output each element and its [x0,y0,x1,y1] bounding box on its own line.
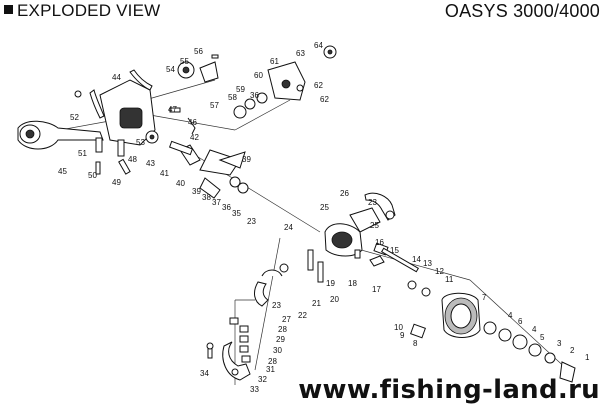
part-label: 35 [232,209,241,218]
handle-assembly [17,120,104,150]
part-label: 33 [250,385,259,394]
part-label: 29 [276,335,285,344]
part-label: 47 [168,105,177,114]
part-label: 24 [284,223,293,232]
part-label: 17 [372,285,381,294]
part-label: 1 [585,353,590,362]
part-label: 9 [400,331,405,340]
part-label: 63 [296,49,305,58]
part-label: 54 [166,65,175,74]
rotor-assembly [279,192,431,297]
part-label: 62 [314,81,323,90]
part-label: 41 [160,169,169,178]
part-label: 64 [314,41,323,50]
part-label: 51 [78,149,87,158]
part-label: 45 [58,167,67,176]
part-label: 60 [254,71,263,80]
part-label: 18 [348,279,357,288]
part-label: 5 [540,333,545,342]
spool-assembly [410,292,576,383]
part-label: 15 [390,246,399,255]
part-number-labels: 1 2 3 4 4 5 6 7 8 9 10 11 12 13 14 15 16… [58,41,590,394]
part-label: 7 [482,293,487,302]
part-label: 4 [532,325,537,334]
part-label: 52 [70,113,79,122]
bail-assembly [206,269,283,381]
part-label: 61 [270,57,279,66]
part-label: 22 [298,311,307,320]
part-label: 38 [202,193,211,202]
part-label: 20 [330,295,339,304]
part-label: 12 [435,267,444,276]
part-label: 28 [278,325,287,334]
part-label: 50 [88,171,97,180]
bullet-square-icon [4,5,13,14]
part-label: 37 [212,198,221,207]
part-label: 11 [445,275,454,284]
part-label: 30 [273,346,282,355]
part-label: 55 [180,57,189,66]
part-label: 42 [190,133,199,142]
part-label: 14 [412,255,421,264]
part-label: 57 [210,101,219,110]
watermark-url: www.fishing-land.ru [298,375,600,405]
part-label: 19 [326,279,335,288]
part-label: 56 [194,47,203,56]
part-label: 25 [320,203,329,212]
part-label: 62 [320,95,329,104]
part-label: 59 [236,85,245,94]
part-label: 40 [176,179,185,188]
part-label: 36 [250,91,259,100]
part-label: 39 [192,187,201,196]
part-label: 32 [258,375,267,384]
part-label: 44 [112,73,121,82]
part-label: 23 [368,198,377,207]
part-label: 2 [570,346,575,355]
part-label: 31 [266,365,275,374]
part-label: 48 [128,155,137,164]
part-label: 46 [188,118,197,127]
part-label: 53 [136,138,145,147]
part-label: 43 [146,159,155,168]
small-parts-top-left [74,45,337,199]
part-label: 36 [222,203,231,212]
part-label: 4 [508,311,513,320]
part-label: 28 [268,357,277,366]
page-title: EXPLODED VIEW [4,1,160,21]
part-label: 3 [557,339,562,348]
part-label: 16 [375,238,384,247]
part-label: 49 [112,178,121,187]
part-label: 6 [518,317,523,326]
part-label: 58 [228,93,237,102]
body-assembly [89,69,156,146]
part-label: 8 [413,339,418,348]
part-label: 25 [370,221,379,230]
part-label: 26 [340,189,349,198]
part-label: 39 [242,155,251,164]
title-text: EXPLODED VIEW [17,1,161,20]
part-label: 23 [247,217,256,226]
part-label: 10 [394,323,403,332]
part-label: 27 [282,315,291,324]
part-label: 13 [423,259,432,268]
model-name: OASYS 3000/4000 [444,1,600,21]
part-label: 34 [200,369,209,378]
part-label: 23 [272,301,281,310]
part-label: 21 [312,299,321,308]
